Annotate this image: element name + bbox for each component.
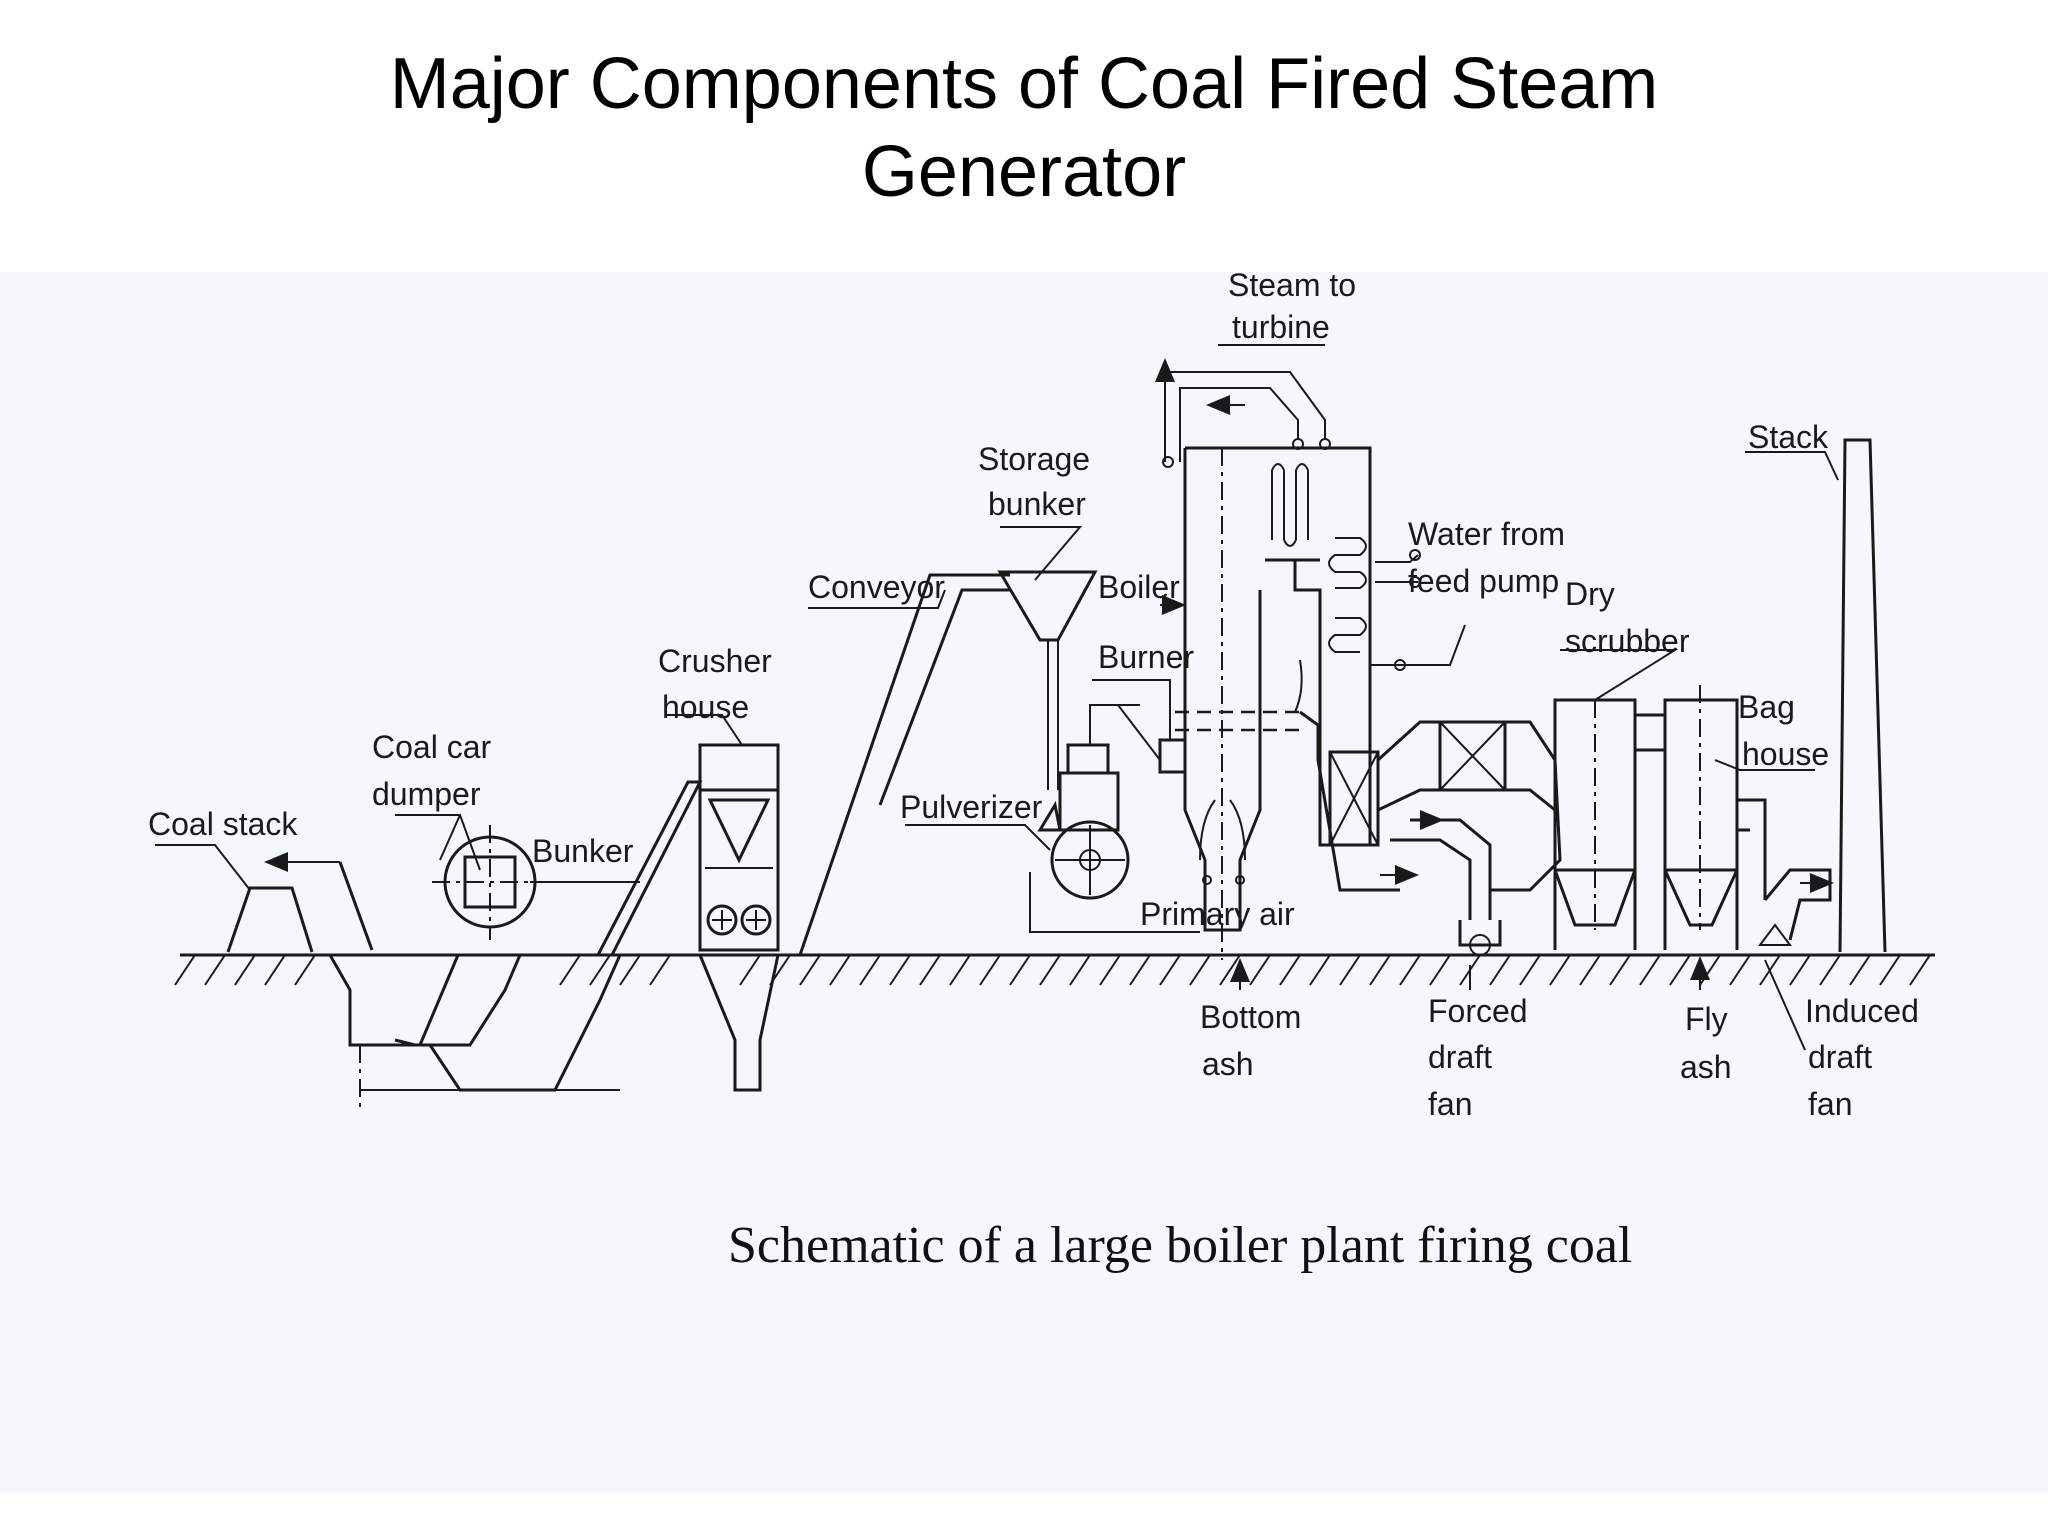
stack <box>1745 438 1887 953</box>
label-forced: Forced <box>1428 993 1528 1029</box>
storage-bunker <box>997 526 1098 790</box>
label-ash-fly: ash <box>1680 1049 1732 1085</box>
label-fly: Fly <box>1685 1001 1728 1037</box>
steam-pipe <box>1155 344 1331 468</box>
label-house-bag: house <box>1742 736 1829 772</box>
label-boiler: Boiler <box>1098 569 1180 605</box>
conveyor <box>798 573 1010 956</box>
boiler <box>1160 446 1400 960</box>
ground-line <box>174 953 1935 986</box>
label-fan-forced: fan <box>1428 1086 1472 1122</box>
label-crusher: Crusher <box>658 643 772 679</box>
label-bag: Bag <box>1738 689 1795 725</box>
title-line-2: Generator <box>861 132 1187 212</box>
label-fan-induced: fan <box>1808 1086 1852 1122</box>
label-water-from: Water from <box>1408 516 1565 552</box>
burner <box>1090 679 1187 774</box>
label-draft-induced: draft <box>1808 1039 1872 1075</box>
title-line-1: Major Components of Coal Fired Steam <box>389 44 1659 124</box>
bunker-incline <box>530 780 703 956</box>
label-dry: Dry <box>1565 576 1615 612</box>
bag-house <box>1635 685 1815 990</box>
scanned-figure-background <box>0 272 2048 1492</box>
label-coal-stack: Coal stack <box>148 806 298 842</box>
label-primary-air: Primary air <box>1140 896 1295 932</box>
label-dumper: dumper <box>372 776 481 812</box>
air-heater <box>1376 720 1562 956</box>
label-bunker-storage: bunker <box>988 486 1086 522</box>
label-bunker: Bunker <box>532 833 634 869</box>
label-stack: Stack <box>1748 419 1829 455</box>
dry-scrubber <box>1553 649 1679 950</box>
diagram-labels: Steam to turbine Storage bunker Stack Wa… <box>148 267 1919 1122</box>
coal-stack <box>155 844 374 953</box>
label-turbine: turbine <box>1232 309 1330 345</box>
label-house-crusher: house <box>662 689 749 725</box>
label-feed-pump: feed pump <box>1408 563 1559 599</box>
label-scrubber: scrubber <box>1565 623 1690 659</box>
feed-water-lines <box>1370 549 1466 671</box>
ash-arrows <box>1230 958 1806 1051</box>
crusher-house <box>665 714 780 1092</box>
diagram-caption: Schematic of a large boiler plant firing… <box>728 1217 1632 1274</box>
label-draft-forced: draft <box>1428 1039 1492 1075</box>
induced-draft-fan <box>1737 798 1834 946</box>
label-ash-bottom: ash <box>1202 1046 1254 1082</box>
label-steam-to: Steam to <box>1228 267 1356 303</box>
label-burner: Burner <box>1098 639 1194 675</box>
label-storage: Storage <box>978 441 1090 477</box>
label-pulverizer: Pulverizer <box>900 789 1043 825</box>
label-conveyor: Conveyor <box>808 569 945 605</box>
label-induced: Induced <box>1805 993 1919 1029</box>
label-bottom: Bottom <box>1200 999 1301 1035</box>
pulverizer <box>905 704 1200 933</box>
label-coal-car: Coal car <box>372 729 492 765</box>
slide-title: Major Components of Coal Fired Steam Gen… <box>0 40 2048 216</box>
